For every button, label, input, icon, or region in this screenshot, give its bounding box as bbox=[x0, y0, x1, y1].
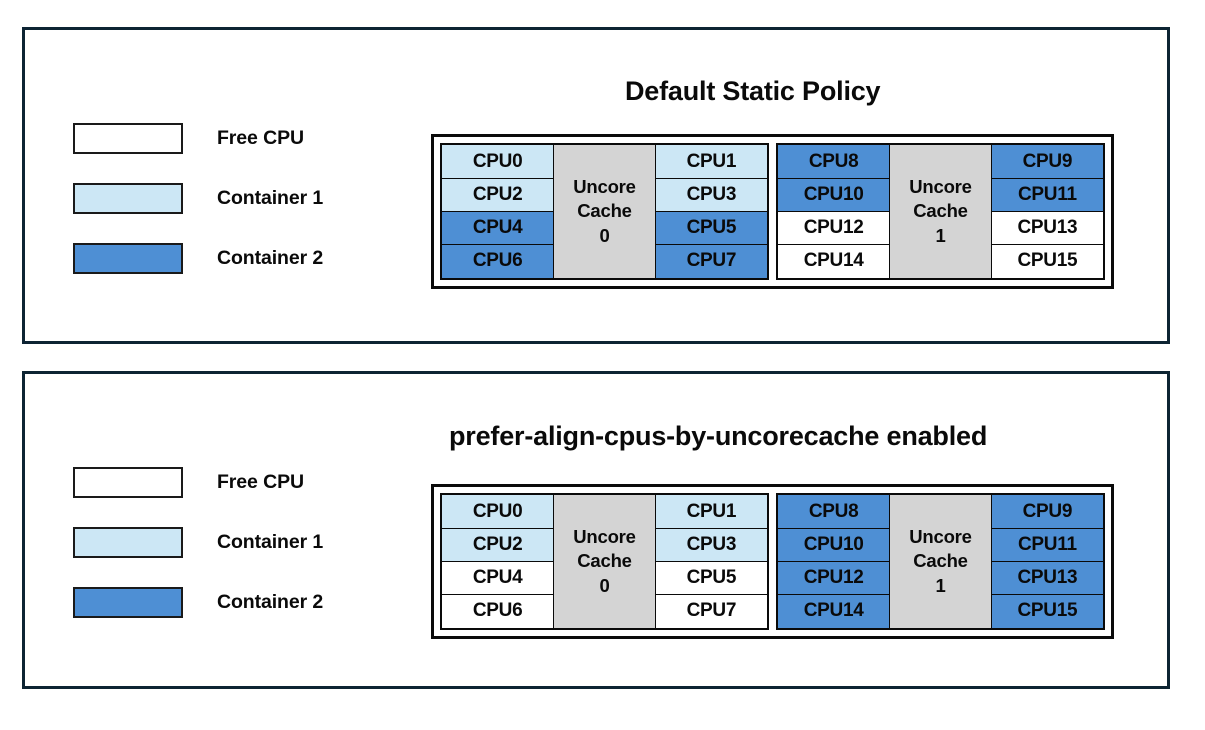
cpu-cell: CPU4 bbox=[441, 560, 554, 596]
uncore-cache-line-1: Uncore bbox=[573, 525, 636, 547]
uncore-cache-label: Uncore Cache 1 bbox=[888, 144, 993, 279]
legend-swatch-container-1 bbox=[73, 182, 183, 214]
legend-row-container-1: Container 1 bbox=[73, 168, 323, 228]
cpu-cell: CPU10 bbox=[777, 177, 890, 213]
uncore-cache-label: Uncore Cache 1 bbox=[888, 494, 993, 629]
cpu-cell: CPU2 bbox=[441, 177, 554, 213]
cpu-cell: CPU0 bbox=[441, 144, 554, 179]
cpu-cell: CPU2 bbox=[441, 527, 554, 563]
legend-row-container-2: Container 2 bbox=[73, 572, 323, 632]
cpu-column-left: CPU8 CPU10 CPU12 CPU14 bbox=[777, 494, 890, 629]
legend-swatch-container-2 bbox=[73, 586, 183, 618]
cpu-cell: CPU1 bbox=[655, 144, 768, 179]
legend-row-free-cpu: Free CPU bbox=[73, 108, 323, 168]
uncore-cache-line-1: Uncore bbox=[573, 175, 636, 197]
panel-title: Default Static Policy bbox=[625, 76, 881, 106]
cpu-cell: CPU15 bbox=[991, 244, 1104, 279]
uncore-cache-label: Uncore Cache 0 bbox=[552, 144, 657, 279]
cpu-cell: CPU7 bbox=[655, 594, 768, 629]
legend-row-container-2: Container 2 bbox=[73, 228, 323, 288]
cpu-column-right: CPU9 CPU11 CPU13 CPU15 bbox=[991, 494, 1104, 629]
panel-title: prefer-align-cpus-by-uncorecache enabled bbox=[449, 421, 988, 451]
cpu-cell: CPU11 bbox=[991, 527, 1104, 563]
cpu-column-left: CPU8 CPU10 CPU12 CPU14 bbox=[777, 144, 890, 279]
legend-swatch-free-cpu bbox=[73, 122, 183, 154]
cpu-cell: CPU12 bbox=[777, 560, 890, 596]
cpu-cell: CPU1 bbox=[655, 494, 768, 529]
legend-label-container-1: Container 1 bbox=[217, 530, 324, 553]
cpu-column-right: CPU1 CPU3 CPU5 CPU7 bbox=[655, 144, 768, 279]
cpu-column-left: CPU0 CPU2 CPU4 CPU6 bbox=[441, 144, 554, 279]
cpu-cell: CPU8 bbox=[777, 144, 890, 179]
uncore-cache-group-1: CPU8 CPU10 CPU12 CPU14 Uncore Cache 1 CP… bbox=[776, 493, 1105, 630]
legend-label-container-2: Container 2 bbox=[217, 590, 324, 613]
uncore-cache-group-0: CPU0 CPU2 CPU4 CPU6 Uncore Cache 0 CPU1 … bbox=[440, 143, 769, 280]
uncore-cache-index: 1 bbox=[935, 224, 946, 246]
cpu-cell: CPU0 bbox=[441, 494, 554, 529]
uncore-cache-line-2: Cache bbox=[577, 550, 632, 572]
uncore-cache-line-1: Uncore bbox=[909, 525, 972, 547]
legend-row-container-1: Container 1 bbox=[73, 512, 323, 572]
uncore-cache-line-2: Cache bbox=[913, 200, 968, 222]
legend-swatch-container-2 bbox=[73, 242, 183, 274]
legend-swatch-container-1 bbox=[73, 526, 183, 558]
cpu-cell: CPU13 bbox=[991, 560, 1104, 596]
cpu-cell: CPU5 bbox=[655, 210, 768, 246]
cpu-cell: CPU12 bbox=[777, 210, 890, 246]
cpu-cell: CPU6 bbox=[441, 244, 554, 279]
legend-label-container-1: Container 1 bbox=[217, 186, 324, 209]
cpu-cell: CPU7 bbox=[655, 244, 768, 279]
legend-label-free-cpu: Free CPU bbox=[217, 470, 304, 493]
panel-default-static-policy: Default Static Policy Free CPU Container… bbox=[22, 27, 1170, 344]
uncore-cache-index: 1 bbox=[935, 574, 946, 596]
cpu-cell: CPU9 bbox=[991, 144, 1104, 179]
cpu-cell: CPU15 bbox=[991, 594, 1104, 629]
uncore-cache-label: Uncore Cache 0 bbox=[552, 494, 657, 629]
cpu-column-right: CPU1 CPU3 CPU5 CPU7 bbox=[655, 494, 768, 629]
legend-label-free-cpu: Free CPU bbox=[217, 126, 304, 149]
uncore-cache-line-1: Uncore bbox=[909, 175, 972, 197]
cpu-cell: CPU6 bbox=[441, 594, 554, 629]
cpu-cell: CPU14 bbox=[777, 594, 890, 629]
uncore-cache-group-1: CPU8 CPU10 CPU12 CPU14 Uncore Cache 1 CP… bbox=[776, 143, 1105, 280]
uncore-cache-index: 0 bbox=[599, 574, 610, 596]
uncore-cache-group-0: CPU0 CPU2 CPU4 CPU6 Uncore Cache 0 CPU1 … bbox=[440, 493, 769, 630]
cpu-cell: CPU11 bbox=[991, 177, 1104, 213]
cpu-column-left: CPU0 CPU2 CPU4 CPU6 bbox=[441, 494, 554, 629]
panel-prefer-align-cpus-by-uncorecache: prefer-align-cpus-by-uncorecache enabled… bbox=[22, 371, 1170, 689]
cpu-column-right: CPU9 CPU11 CPU13 CPU15 bbox=[991, 144, 1104, 279]
cpu-cell: CPU8 bbox=[777, 494, 890, 529]
cpu-topology-diagram: CPU0 CPU2 CPU4 CPU6 Uncore Cache 0 CPU1 … bbox=[431, 134, 1114, 289]
cpu-cell: CPU13 bbox=[991, 210, 1104, 246]
legend: Free CPU Container 1 Container 2 bbox=[73, 452, 323, 632]
cpu-cell: CPU9 bbox=[991, 494, 1104, 529]
cpu-cell: CPU5 bbox=[655, 560, 768, 596]
uncore-cache-line-2: Cache bbox=[577, 200, 632, 222]
cpu-topology-diagram: CPU0 CPU2 CPU4 CPU6 Uncore Cache 0 CPU1 … bbox=[431, 484, 1114, 639]
uncore-cache-line-2: Cache bbox=[913, 550, 968, 572]
legend-swatch-free-cpu bbox=[73, 466, 183, 498]
cpu-cell: CPU10 bbox=[777, 527, 890, 563]
legend: Free CPU Container 1 Container 2 bbox=[73, 108, 323, 288]
legend-row-free-cpu: Free CPU bbox=[73, 452, 323, 512]
cpu-cell: CPU14 bbox=[777, 244, 890, 279]
cpu-cell: CPU3 bbox=[655, 527, 768, 563]
uncore-cache-index: 0 bbox=[599, 224, 610, 246]
cpu-cell: CPU3 bbox=[655, 177, 768, 213]
legend-label-container-2: Container 2 bbox=[217, 246, 324, 269]
cpu-cell: CPU4 bbox=[441, 210, 554, 246]
